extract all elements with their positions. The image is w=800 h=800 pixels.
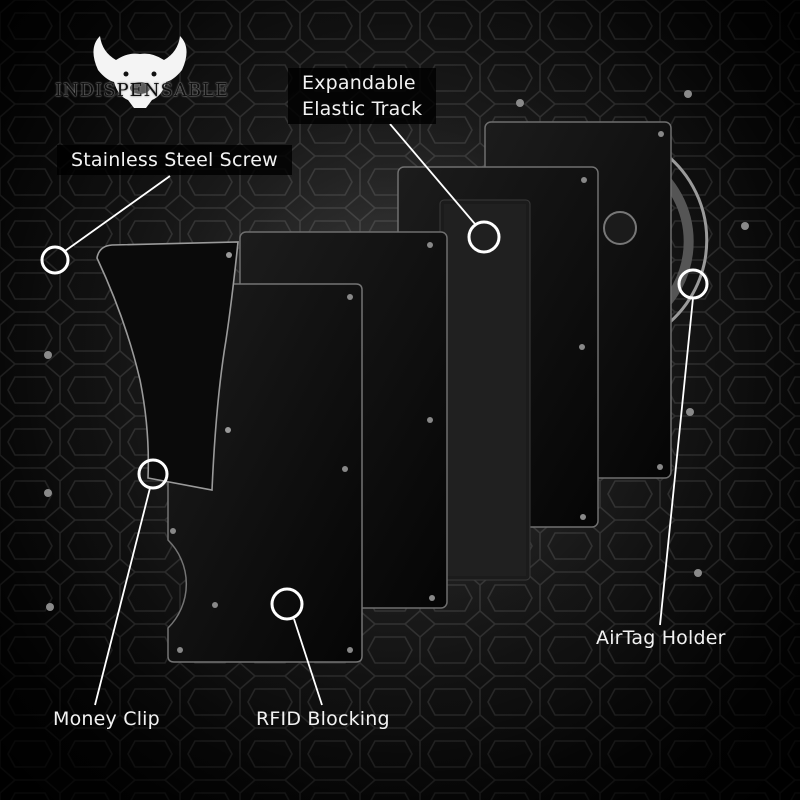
brand-name: INDISPENSABLE <box>54 80 230 101</box>
label-rfid-blocking: RFID Blocking <box>256 708 390 730</box>
callout-rfid-line <box>293 618 323 706</box>
elastic-track-frame <box>397 166 599 581</box>
callout-rfid-marker <box>270 587 304 621</box>
callout-moneyclip-marker <box>137 458 169 490</box>
label-money-clip: Money Clip <box>53 708 160 730</box>
callout-moneyclip-line <box>94 487 151 706</box>
label-expandable-line2: Elastic Track <box>302 98 423 120</box>
callout-elastic-marker <box>467 220 501 254</box>
callout-screw-marker <box>40 245 70 275</box>
callout-airtag-line <box>659 297 694 626</box>
callout-screw-line <box>64 175 171 252</box>
bull-head-icon <box>93 36 187 108</box>
label-stainless-steel-screw-text: Stainless Steel Screw <box>71 149 278 171</box>
label-airtag-holder: AirTag Holder <box>596 627 726 649</box>
money-clip <box>96 241 239 491</box>
loose-screws <box>44 90 749 611</box>
label-stainless-steel-screw: Stainless Steel Screw <box>57 145 292 175</box>
label-expandable-elastic-track: Expandable Elastic Track <box>288 68 437 124</box>
callout-elastic-line <box>389 123 476 225</box>
label-expandable-line1: Expandable <box>302 72 416 94</box>
